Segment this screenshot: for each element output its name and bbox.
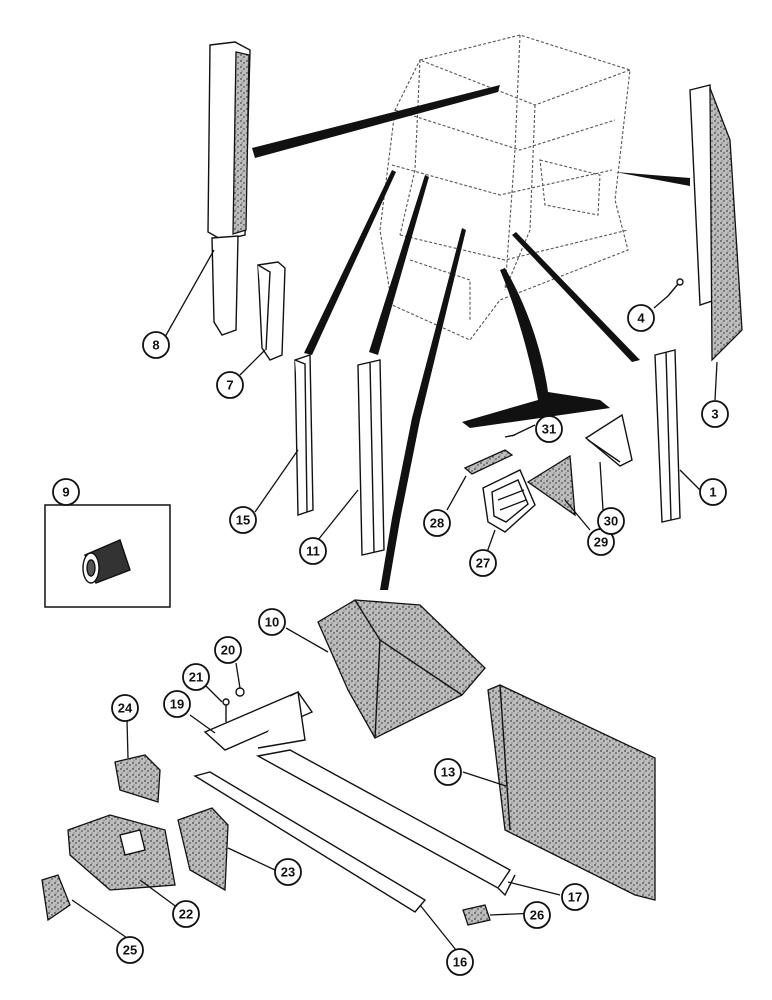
callout-23-label: 23 — [281, 865, 295, 880]
part-10-console-cover — [317, 599, 486, 739]
callout-13: 13 — [434, 758, 462, 786]
part-23-foam-block — [177, 807, 229, 892]
part-25-foam-block — [41, 874, 71, 922]
leader-lines — [71, 249, 718, 956]
callout-7-label: 7 — [226, 378, 233, 393]
callout-27: 27 — [469, 549, 497, 577]
callout-15: 15 — [229, 506, 257, 534]
callout-20-label: 20 — [221, 643, 235, 658]
part-3-side-trim — [689, 84, 743, 362]
callout-20: 20 — [214, 636, 242, 664]
part-1-post-trim — [654, 349, 681, 523]
part-24-foam-block — [114, 754, 161, 803]
callout-26: 26 — [523, 901, 551, 929]
callout-21: 21 — [182, 663, 210, 691]
callout-24-label: 24 — [118, 701, 133, 716]
callout-30-label: 30 — [604, 514, 618, 529]
assignment-wedges — [252, 85, 690, 590]
callout-21-label: 21 — [189, 670, 203, 685]
callouts: 1 3 4 7 8 9 10 11 13 15 16 17 19 20 21 2… — [52, 304, 729, 976]
callout-24: 24 — [111, 694, 139, 722]
part-15-post-trim — [294, 354, 314, 516]
callout-25-label: 25 — [123, 943, 137, 958]
callout-9: 9 — [52, 478, 80, 506]
callout-11: 11 — [299, 537, 327, 565]
callout-17: 17 — [561, 883, 589, 911]
part-30-bracket — [584, 413, 633, 467]
callout-31: 31 — [535, 415, 563, 443]
wedge-3 — [615, 172, 690, 186]
part-7-bracket — [257, 261, 286, 361]
callout-29-label: 29 — [594, 535, 608, 550]
part-17-sill-trim — [255, 749, 516, 897]
callout-31-label: 31 — [542, 422, 556, 437]
part-21-screw — [222, 698, 230, 722]
wedge-10 — [380, 228, 466, 590]
part-8-side-trim — [207, 41, 251, 336]
callout-17-label: 17 — [568, 890, 582, 905]
callout-1: 1 — [699, 478, 727, 506]
part-4-screw — [667, 278, 684, 297]
callout-29: 29 — [587, 528, 615, 556]
callout-25: 25 — [116, 936, 144, 964]
callout-26-label: 26 — [530, 908, 544, 923]
callout-19: 19 — [163, 690, 191, 718]
part-28-vent-lid — [463, 449, 514, 475]
part-26-foam-block — [462, 904, 491, 926]
callout-19-label: 19 — [170, 697, 184, 712]
wedge-15 — [304, 170, 396, 355]
callout-23: 23 — [274, 858, 302, 886]
wedge-8 — [252, 85, 500, 158]
callout-4-label: 4 — [637, 311, 645, 326]
callout-10: 10 — [258, 608, 286, 636]
callout-15-label: 15 — [236, 513, 250, 528]
callout-3-label: 3 — [711, 407, 718, 422]
part-20-nut — [235, 687, 245, 697]
part-16-sill-trim — [193, 771, 427, 913]
callout-16-label: 16 — [453, 955, 467, 970]
part-29-foam-pad — [526, 454, 576, 517]
callout-7: 7 — [216, 371, 244, 399]
part-19-bracket — [203, 690, 314, 751]
callout-16: 16 — [446, 948, 474, 976]
callout-9-label: 9 — [62, 485, 69, 500]
callout-22-label: 22 — [179, 907, 193, 922]
callout-27-label: 27 — [476, 556, 490, 571]
callout-11-label: 11 — [306, 544, 320, 559]
cab-frame-outline — [379, 34, 631, 341]
part-22-foam-block — [67, 814, 176, 891]
wedge-11 — [369, 175, 429, 355]
callout-30: 30 — [597, 507, 625, 535]
part-11-post-trim — [357, 359, 385, 556]
wedge-27-31 — [462, 268, 610, 428]
part-27-vent-grille — [482, 469, 536, 533]
callout-22: 22 — [172, 900, 200, 928]
wedge-1 — [512, 232, 640, 362]
part-13-insulation-panel — [487, 684, 656, 901]
part-9-inset — [44, 504, 171, 608]
callout-10-label: 10 — [265, 615, 279, 630]
callout-28: 28 — [423, 509, 451, 537]
callout-3: 3 — [701, 400, 729, 428]
callout-4: 4 — [627, 304, 655, 332]
callout-8-label: 8 — [152, 338, 159, 353]
callout-8: 8 — [142, 331, 170, 359]
callout-13-label: 13 — [441, 765, 455, 780]
callout-1-label: 1 — [709, 485, 716, 500]
callout-28-label: 28 — [430, 516, 444, 531]
